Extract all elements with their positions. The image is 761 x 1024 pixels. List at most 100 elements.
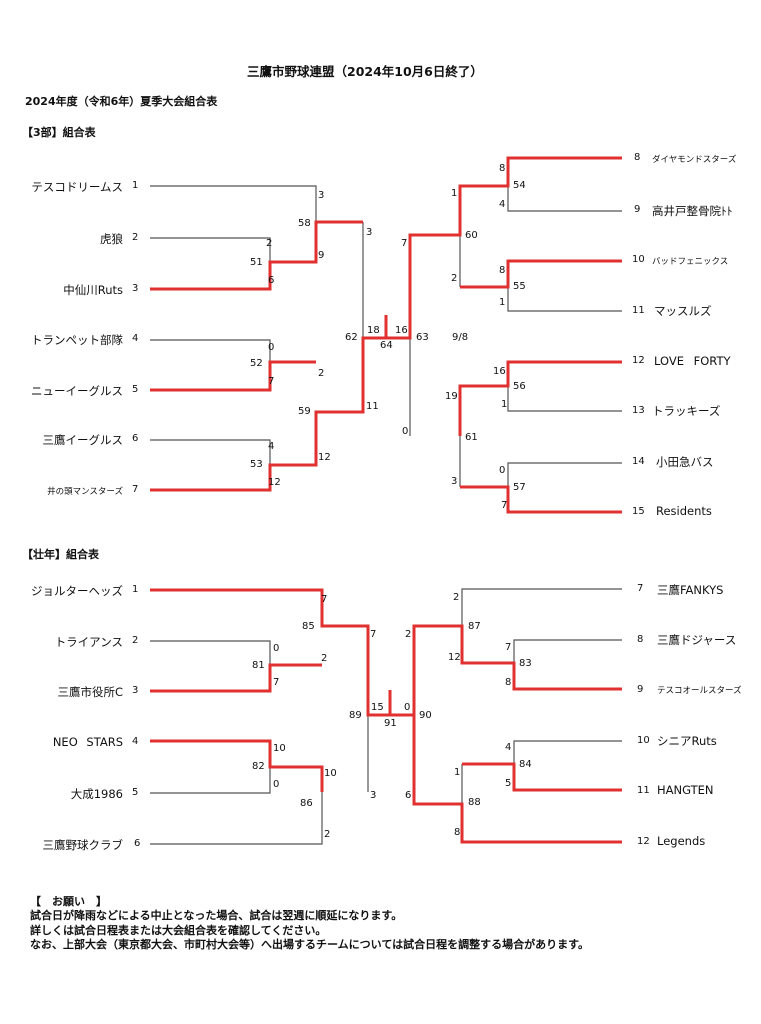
team-name: バッドフェニックス	[652, 257, 729, 267]
score-label: 0	[268, 342, 275, 353]
score-label: 7	[505, 642, 512, 653]
team-number: 2	[132, 635, 139, 646]
score-label: 8	[499, 265, 506, 276]
team-number: 1	[132, 180, 139, 191]
score-label: 0	[499, 465, 506, 476]
team-name: トラッキーズ	[652, 404, 721, 418]
team-name: 小田急バス	[656, 455, 714, 469]
division-3-label: 【3部】組合表	[22, 126, 96, 139]
score-label: 12	[268, 477, 281, 488]
team-number: 1	[132, 584, 139, 595]
score-label: 0	[273, 779, 280, 790]
score-label: 3	[366, 227, 373, 238]
final-score: 16	[395, 325, 408, 336]
team-number: 14	[632, 456, 645, 467]
team-name: 中仙川Ruts	[63, 283, 123, 297]
final-score: 0	[404, 702, 411, 713]
team-number: 15	[632, 506, 645, 517]
team-number: 7	[132, 484, 139, 495]
team-name: ジョルターヘッズ	[31, 584, 123, 598]
score-label: 12	[318, 452, 331, 463]
team-name: Legends	[657, 834, 706, 848]
match-number: 53	[250, 459, 263, 470]
match-number: 89	[349, 710, 362, 721]
team-number: 10	[632, 254, 645, 265]
score-label: 8	[505, 677, 512, 688]
team-number: 13	[632, 405, 645, 416]
score-label: 16	[493, 366, 506, 377]
team-name: Residents	[656, 504, 712, 518]
score-label: 4	[499, 199, 506, 210]
match-number: 62	[345, 332, 358, 343]
team-number: 2	[132, 232, 139, 243]
final-match-number: 64	[380, 340, 393, 351]
score-label: 7	[321, 594, 328, 605]
match-number: 54	[513, 180, 526, 191]
team-number: 8	[634, 152, 641, 163]
score-label: 1	[501, 399, 508, 410]
team-number: 5	[132, 384, 139, 395]
match-number: 63	[416, 332, 429, 343]
match-number: 86	[300, 798, 313, 809]
team-name: 三鷹野球クラブ	[42, 838, 124, 852]
match-number: 60	[465, 230, 478, 241]
team-name: 井の頭マンスターズ	[47, 487, 123, 497]
final-date: 9/8	[452, 332, 469, 343]
score-label: 7	[401, 238, 408, 249]
score-label: 3	[318, 190, 325, 201]
score-label: 7	[273, 677, 280, 688]
team-number: 6	[134, 838, 141, 849]
score-label: 0	[402, 426, 409, 437]
team-number: 12	[632, 355, 645, 366]
match-number: 56	[513, 381, 526, 392]
score-label: 2	[451, 273, 458, 284]
match-number: 90	[419, 710, 432, 721]
team-number: 8	[637, 634, 644, 645]
score-label: 1	[454, 767, 461, 778]
team-name: 三鷹イーグルス	[42, 433, 124, 447]
final-score: 15	[371, 702, 384, 713]
page-subtitle: 2024年度（令和6年）夏季大会組合表	[25, 95, 218, 108]
score-label: 6	[268, 275, 275, 286]
team-name: 三鷹市役所C	[57, 685, 123, 699]
score-label: 2	[266, 238, 273, 249]
final-match-number: 91	[384, 718, 397, 729]
team-name: 大成1986	[70, 787, 123, 801]
notice-line: なお、上部大会（東京都大会、市町村大会等）へ出場するチームについては試合日程を調…	[30, 938, 590, 951]
score-label: 9	[318, 250, 325, 261]
team-name: ニューイーグルス	[31, 384, 123, 398]
team-name: トランペット部隊	[31, 333, 123, 347]
match-number: 52	[250, 358, 263, 369]
score-label: 0	[273, 643, 280, 654]
team-name: テスコドリームス	[31, 180, 123, 194]
score-label: 11	[366, 401, 379, 412]
score-label: 5	[505, 778, 512, 789]
notice-line: 詳しくは試合日程表または大会組合表を確認してください。	[30, 924, 327, 937]
score-label: 7	[501, 500, 508, 511]
score-label: 4	[268, 441, 275, 452]
team-name: 虎狼	[100, 232, 123, 246]
score-label: 7	[370, 629, 377, 640]
score-label: 2	[324, 829, 331, 840]
match-number: 58	[298, 218, 311, 229]
team-name: トライアンス	[54, 635, 123, 649]
team-name: NEO STARS	[52, 735, 123, 749]
team-name: シニアRuts	[657, 734, 717, 748]
team-number: 3	[132, 685, 139, 696]
match-number: 88	[468, 797, 481, 808]
team-name: ダイヤモンドスターズ	[652, 155, 737, 165]
team-number: 5	[132, 787, 139, 798]
score-label: 10	[273, 743, 286, 754]
team-name: HANGTEN	[657, 783, 714, 797]
page-title: 三鷹市野球連盟（2024年10月6日終了）	[247, 64, 483, 79]
match-number: 61	[465, 432, 478, 443]
match-number: 83	[519, 658, 532, 669]
team-name: LOVE FORTY	[654, 354, 731, 368]
team-name: テスコオールスターズ	[657, 686, 742, 696]
match-number: 81	[252, 660, 265, 671]
match-number: 51	[250, 257, 263, 268]
score-label: 3	[370, 790, 377, 801]
score-label: 10	[324, 768, 337, 779]
score-label: 2	[321, 653, 328, 664]
score-label: 2	[405, 629, 412, 640]
